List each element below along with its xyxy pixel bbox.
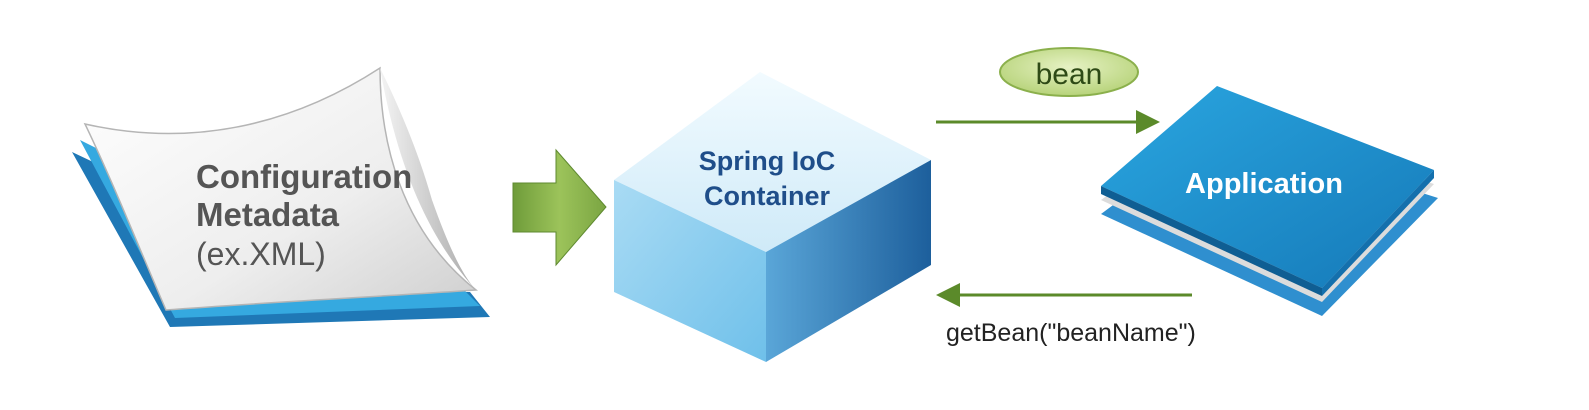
cube-left-face	[614, 180, 766, 362]
application-stack: Application	[1101, 86, 1438, 316]
container-label-line2: Container	[704, 181, 831, 211]
app-top-edge-right	[1322, 170, 1434, 296]
configuration-metadata-document: Configuration Metadata (ex.XML)	[72, 66, 490, 327]
config-label-line2: Metadata	[196, 196, 340, 233]
getbean-return-arrow: getBean("beanName")	[936, 283, 1196, 347]
application-label: Application	[1185, 168, 1343, 200]
app-top-layer	[1101, 86, 1434, 288]
container-label-line1: Spring IoC	[699, 146, 836, 176]
green-block-arrow-icon	[512, 148, 607, 267]
bean-badge-oval	[999, 47, 1139, 97]
app-top-edge	[1101, 186, 1322, 296]
bean-badge: bean	[999, 47, 1139, 97]
cube-right-face	[766, 160, 931, 362]
config-label-line1: Configuration	[196, 158, 412, 195]
bean-forward-arrow	[936, 110, 1160, 134]
return-arrow-head-icon	[936, 283, 960, 307]
spring-ioc-container-cube: Spring IoC Container	[614, 72, 931, 362]
bean-badge-label: bean	[1036, 58, 1103, 91]
forward-arrow-head-icon	[1136, 110, 1160, 134]
getbean-call-label: getBean("beanName")	[946, 319, 1196, 347]
document-page-curl	[380, 68, 476, 290]
config-label-line3: (ex.XML)	[196, 236, 326, 272]
input-arrow	[512, 148, 607, 267]
document-front-page	[83, 66, 478, 311]
cube-top-face	[614, 72, 931, 252]
